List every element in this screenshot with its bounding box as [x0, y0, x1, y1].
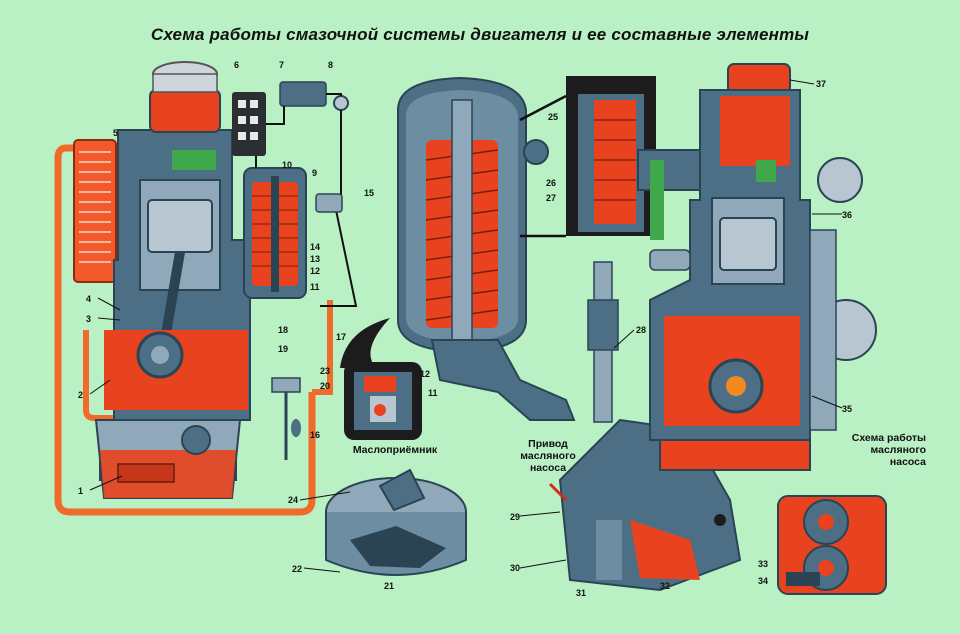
receiver-pipe — [378, 468, 426, 512]
callout-5: 5 — [113, 128, 118, 138]
callout-4: 4 — [86, 294, 91, 304]
callout-18: 18 — [278, 325, 288, 335]
pump-oil — [630, 520, 700, 580]
callout-13: 13 — [310, 254, 320, 264]
caption-pump-drive-line-3: насоса — [529, 462, 567, 474]
callout-8: 8 — [328, 60, 333, 70]
pressure-gauge-panel — [232, 92, 266, 156]
right-engine-section — [637, 63, 877, 471]
callout-16: 16 — [310, 430, 320, 440]
left-engine-section — [54, 61, 358, 516]
connecting-rod — [160, 251, 185, 341]
callout-25: 25 — [548, 112, 558, 122]
callout-14: 14 — [310, 242, 320, 252]
green-detail — [172, 150, 216, 170]
callout-2: 2 — [78, 390, 83, 400]
arrow-red — [548, 482, 568, 502]
callout-34: 34 — [758, 576, 768, 586]
bubble-tail — [340, 318, 390, 368]
callout-29: 29 — [510, 512, 520, 522]
filter-base — [430, 339, 576, 421]
valve-15 — [315, 193, 343, 213]
callout-32: 32 — [660, 581, 670, 591]
callout-23: 23 — [320, 366, 330, 376]
right-head-oil — [720, 96, 790, 166]
oil-line-gauge — [312, 300, 333, 395]
wires — [255, 93, 342, 201]
callout-24: 24 — [288, 495, 298, 505]
warning-lamp — [333, 95, 349, 111]
callout-6: 6 — [234, 60, 239, 70]
oil-radiator — [73, 139, 117, 283]
callout-33: 33 — [758, 559, 768, 569]
caption-pump-drive-line-1: Привод — [528, 438, 568, 450]
callout-17: 17 — [336, 332, 346, 342]
callout-20: 20 — [320, 381, 330, 391]
callout-numbers: 1 2 3 4 5 6 7 8 9 10 11 12 13 14 15 16 1… — [78, 60, 852, 598]
receiver-vanes — [350, 526, 446, 568]
filter-axle — [451, 99, 473, 341]
pump-left — [181, 425, 211, 455]
pump-scheme — [777, 495, 887, 595]
callout-35: 35 — [842, 404, 852, 414]
relief-valve — [786, 572, 820, 586]
caption-pump-drive: Привод масляного насоса — [504, 438, 592, 474]
callout-inset-12: 12 — [420, 369, 430, 379]
caption-pump-scheme-line-1: Схема работы — [851, 432, 926, 444]
caption-pump-scheme: Схема работы масляного насоса — [822, 432, 926, 468]
caption-pump-scheme-line-3: насоса — [889, 456, 926, 468]
gauge-dots — [238, 100, 258, 140]
callout-9: 9 — [312, 168, 317, 178]
oil-receiver-left — [117, 463, 175, 483]
callout-28: 28 — [636, 325, 646, 335]
filter-outlet — [523, 139, 549, 165]
callout-21: 21 — [384, 581, 394, 591]
right-piston — [719, 217, 777, 271]
tap-20 — [271, 377, 301, 393]
radiator-fins — [79, 151, 111, 263]
callout-36: 36 — [842, 210, 852, 220]
caption-pump-scheme-line-2: масляного — [870, 444, 926, 456]
inset-pointers — [519, 94, 567, 238]
oil-line-main — [54, 144, 316, 516]
callout-12: 12 — [310, 266, 320, 276]
caption-oil-receiver: Маслоприёмник — [352, 444, 438, 456]
callout-10: 10 — [282, 160, 292, 170]
piston — [147, 199, 213, 253]
callout-26: 26 — [546, 178, 556, 188]
callout-31: 31 — [576, 588, 586, 598]
callout-27: 27 — [546, 193, 556, 203]
right-sump — [659, 439, 811, 471]
center-filter-cutaway — [340, 76, 656, 440]
callout-3: 3 — [86, 314, 91, 324]
caption-pump-drive-line-2: масляного — [520, 450, 576, 462]
callout-1: 1 — [78, 486, 83, 496]
diagram-title: Схема работы смазочной системы двигателя… — [150, 25, 810, 44]
distributor — [817, 157, 863, 203]
callout-30: 30 — [510, 563, 520, 573]
callout-7: 7 — [279, 60, 284, 70]
callout-11: 11 — [310, 282, 320, 292]
inset-filter-element — [594, 100, 636, 224]
leader-lines — [89, 79, 843, 573]
callout-22: 22 — [292, 564, 302, 574]
callout-15: 15 — [364, 188, 374, 198]
lamp-sensor — [279, 81, 327, 107]
callout-19: 19 — [278, 344, 288, 354]
oil-line-return — [83, 330, 120, 421]
callout-37: 37 — [816, 79, 826, 89]
valve-cover — [149, 89, 221, 133]
callout-inset-11: 11 — [428, 388, 438, 398]
oil-receiver — [325, 468, 467, 576]
